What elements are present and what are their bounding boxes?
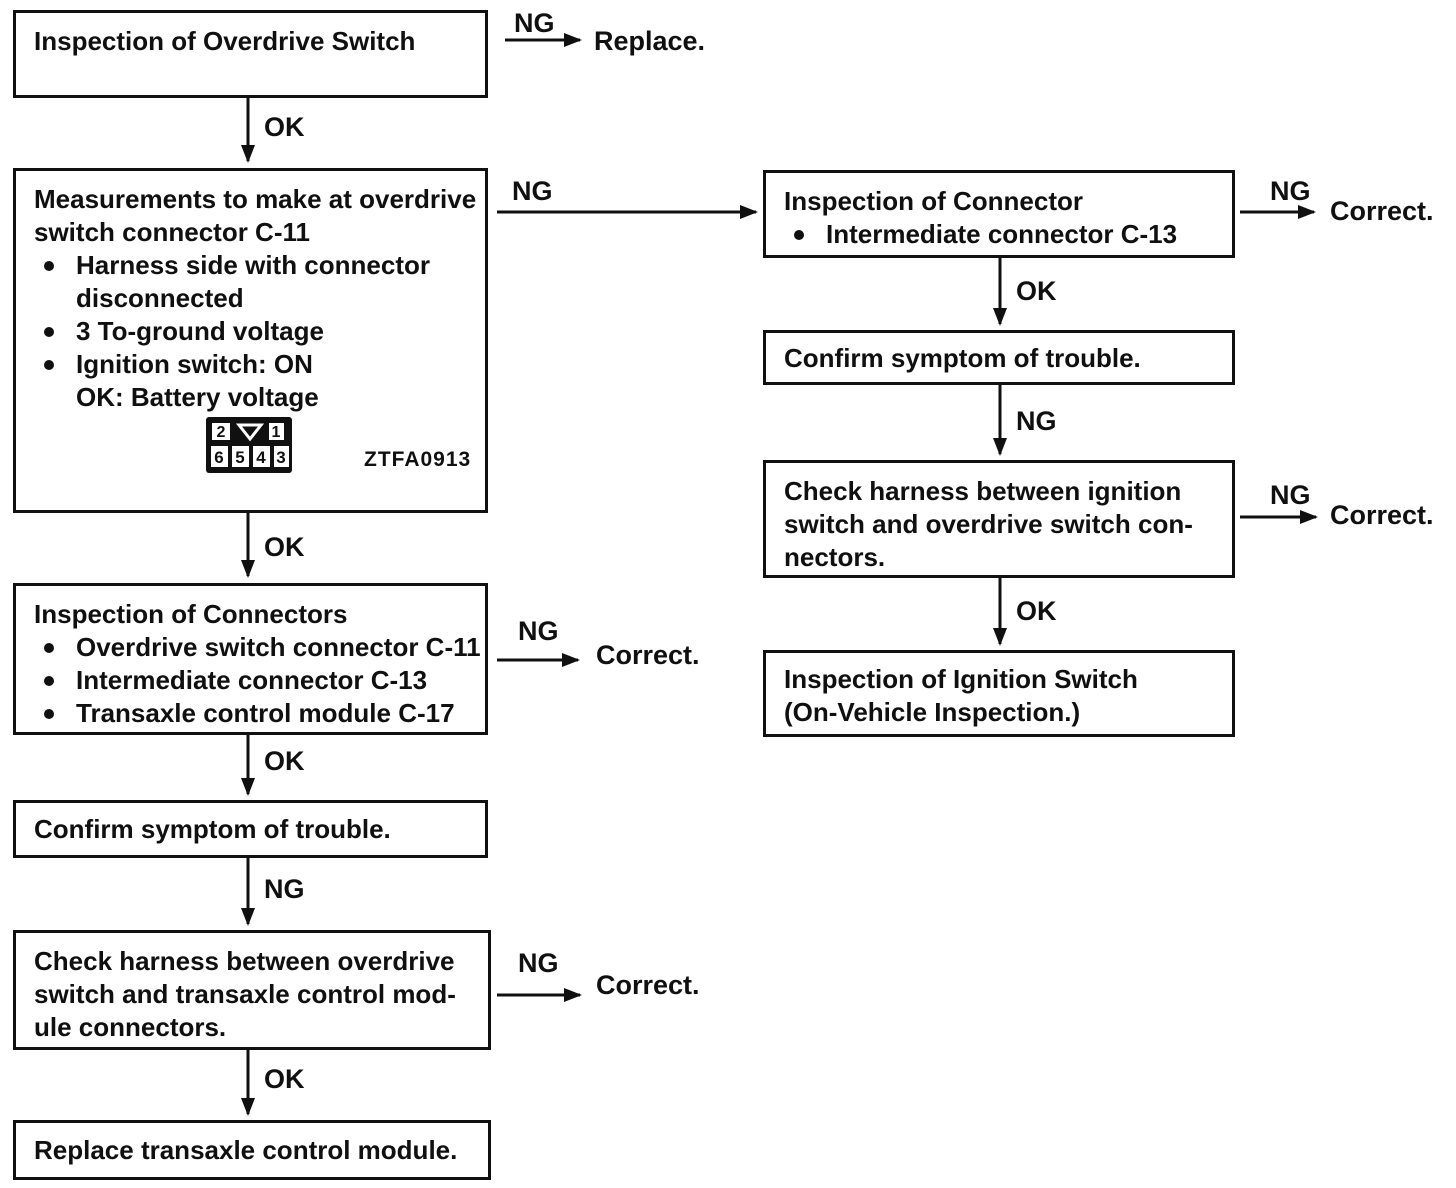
ng-label: NG	[264, 874, 305, 904]
node-inspection-connector-right: Inspection of Connector Intermediate con…	[763, 170, 1235, 258]
bullet-text: Harness side with connector	[76, 250, 430, 280]
node-title-line: Inspection of Connectors	[34, 599, 348, 629]
ng-label: NG	[518, 616, 559, 646]
bullet-dot-icon	[44, 327, 54, 337]
ok-label: OK	[264, 112, 305, 142]
node-text: Confirm symptom of trouble.	[34, 814, 391, 844]
bullet-item: Harness side with connector disconnected	[44, 249, 475, 315]
figure-code: ZTFA0913	[364, 448, 472, 471]
bullet-item: Intermediate connector C-13	[44, 664, 475, 697]
ng-label: NG	[1270, 480, 1311, 510]
node-title-line: switch connector C-11	[34, 217, 310, 247]
bullet-text: 3 To-ground voltage	[76, 316, 324, 346]
connector-pinout-figure: 2 1 6 5 4 3	[206, 417, 292, 481]
node-title-line: Inspection of Connector	[784, 186, 1083, 216]
node-text: Replace transaxle control module.	[34, 1135, 458, 1165]
ng-label: NG	[512, 176, 553, 206]
bullet-text: Overdrive switch connector C-11	[76, 632, 481, 662]
correct-label: Correct.	[1330, 196, 1434, 226]
ok-label: OK	[264, 1064, 305, 1094]
node-inspection-connectors: Inspection of Connectors Overdrive switc…	[13, 583, 488, 735]
node-text-line: Check harness between overdrive	[34, 946, 455, 976]
correct-label: Correct.	[596, 970, 700, 1000]
bullet-text: Transaxle control module C-17	[76, 698, 455, 728]
node-check-harness-right: Check harness between ignition switch an…	[763, 460, 1235, 578]
bullet-dot-icon	[44, 360, 54, 370]
node-text-line: switch and overdrive switch con-	[784, 509, 1193, 539]
bullet-item: Transaxle control module C-17	[44, 697, 475, 730]
node-measurements-c11: Measurements to make at overdrive switch…	[13, 168, 488, 513]
ng-label: NG	[1270, 176, 1311, 206]
node-text: Inspection of Overdrive Switch	[34, 26, 416, 56]
bullet-text: OK: Battery voltage	[76, 382, 319, 412]
node-text-line: Inspection of Ignition Switch	[784, 664, 1138, 694]
bullet-item: Overdrive switch connector C-11	[44, 631, 481, 664]
node-text-line: (On-Vehicle Inspection.)	[784, 697, 1081, 727]
bullet-item: Ignition switch: ON OK: Battery voltage	[44, 348, 475, 414]
bullet-item: 3 To-ground voltage	[44, 315, 475, 348]
ng-label: NG	[1016, 406, 1057, 436]
ok-label: OK	[1016, 276, 1057, 306]
node-inspection-overdrive-switch: Inspection of Overdrive Switch	[13, 10, 488, 98]
node-title-line: Measurements to make at overdrive	[34, 184, 477, 214]
pin-number: 2	[217, 424, 226, 441]
bullet-dot-icon	[794, 230, 804, 240]
node-check-harness-left: Check harness between overdrive switch a…	[13, 930, 491, 1050]
node-confirm-symptom-right: Confirm symptom of trouble.	[763, 330, 1235, 385]
ok-label: OK	[1016, 596, 1057, 626]
pin-number: 3	[276, 448, 285, 467]
ng-label: NG	[514, 8, 555, 38]
node-confirm-symptom-left: Confirm symptom of trouble.	[13, 800, 488, 858]
ng-label: NG	[518, 948, 559, 978]
bullet-dot-icon	[44, 643, 54, 653]
bullet-text: Ignition switch: ON	[76, 349, 313, 379]
node-text-line: nectors.	[784, 542, 886, 572]
ok-label: OK	[264, 746, 305, 776]
pin-number: 4	[256, 448, 266, 467]
node-text-line: switch and transaxle control mod-	[34, 979, 456, 1009]
correct-label: Correct.	[596, 640, 700, 670]
bullet-text: Intermediate connector C-13	[76, 665, 428, 695]
ok-label: OK	[264, 532, 305, 562]
node-inspection-ignition-switch: Inspection of Ignition Switch (On-Vehicl…	[763, 650, 1235, 737]
bullet-text: Intermediate connector C-13	[826, 219, 1178, 249]
pin-number: 1	[272, 424, 281, 441]
node-replace-tcm: Replace transaxle control module.	[13, 1120, 491, 1180]
correct-label: Correct.	[1330, 500, 1434, 530]
bullet-dot-icon	[44, 261, 54, 271]
node-text-line: Check harness between ignition	[784, 476, 1182, 506]
bullet-item: Intermediate connector C-13	[794, 218, 1222, 251]
node-text: Confirm symptom of trouble.	[784, 343, 1141, 373]
bullet-text: disconnected	[76, 283, 244, 313]
bullet-dot-icon	[44, 676, 54, 686]
connector-keyway-icon	[235, 423, 265, 442]
node-text-line: ule connectors.	[34, 1012, 227, 1042]
bullet-dot-icon	[44, 709, 54, 719]
pin-number: 5	[235, 448, 244, 467]
pin-number: 6	[214, 448, 223, 467]
replace-label: Replace.	[594, 26, 706, 56]
